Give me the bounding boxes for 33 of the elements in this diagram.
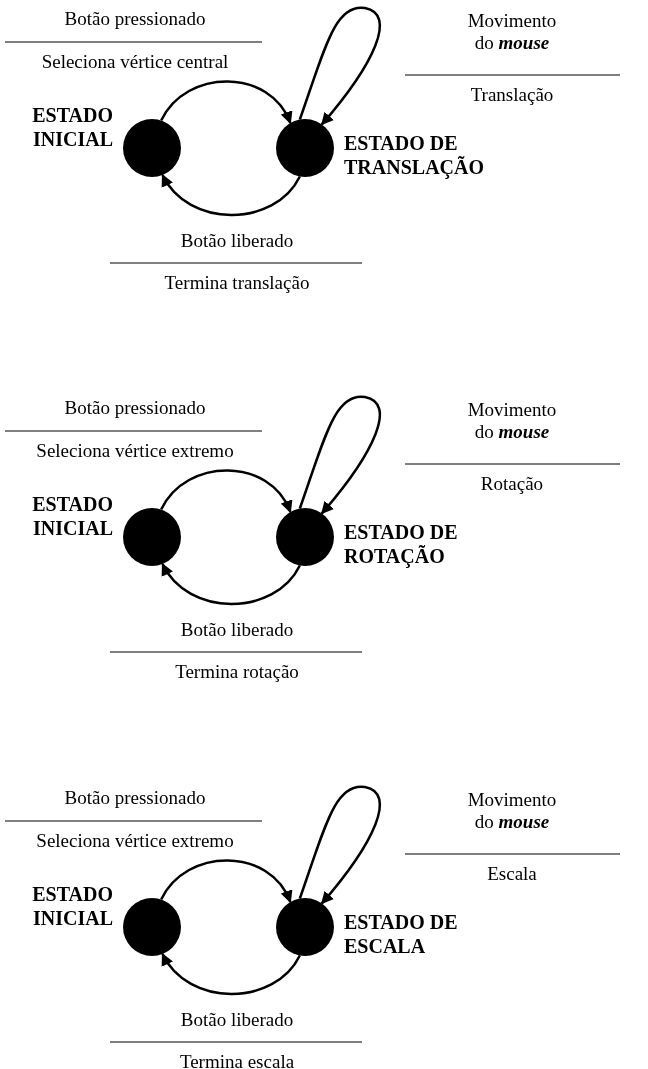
arrow (160, 80, 292, 125)
edge-label: Botão pressionado (63, 787, 207, 809)
arrow (161, 173, 301, 217)
edge-label: Botão liberado (179, 1009, 295, 1031)
edge-label: Movimento do mouse (466, 399, 558, 443)
arrow (161, 952, 301, 996)
edge-label: Botão liberado (179, 619, 295, 641)
arrow (298, 395, 381, 515)
action-text: Termina rotação (174, 661, 300, 683)
arrow (161, 562, 301, 606)
state-name: ESTADO INICIAL (31, 103, 113, 151)
edge-label: Botão pressionado (63, 397, 207, 419)
state-name: ESTADO DE ROTAÇÃO (344, 520, 459, 568)
action-text: Seleciona vértice central (40, 51, 230, 73)
edge-label: Movimento do mouse (466, 10, 558, 54)
edge-label: Botão pressionado (63, 8, 207, 30)
arrow (160, 859, 292, 904)
action-text: Seleciona vértice extremo (35, 830, 235, 852)
state-name: ESTADO DE TRANSLAÇÃO (344, 131, 486, 179)
action-text: Rotação (479, 473, 545, 495)
state-name: ESTADO INICIAL (31, 882, 113, 930)
action-text: Termina translação (163, 272, 311, 294)
action-text: Escala (486, 863, 538, 885)
state-name: ESTADO INICIAL (31, 492, 113, 540)
arrow (298, 785, 381, 905)
action-text: Termina escala (178, 1051, 296, 1069)
action-text: Translação (469, 84, 555, 106)
state-name: ESTADO DE ESCALA (344, 910, 459, 958)
edge-label: Botão liberado (179, 230, 295, 252)
arrow (298, 6, 381, 126)
action-text: Seleciona vértice extremo (35, 440, 235, 462)
edge-label: Movimento do mouse (466, 789, 558, 833)
arrow (160, 469, 292, 514)
